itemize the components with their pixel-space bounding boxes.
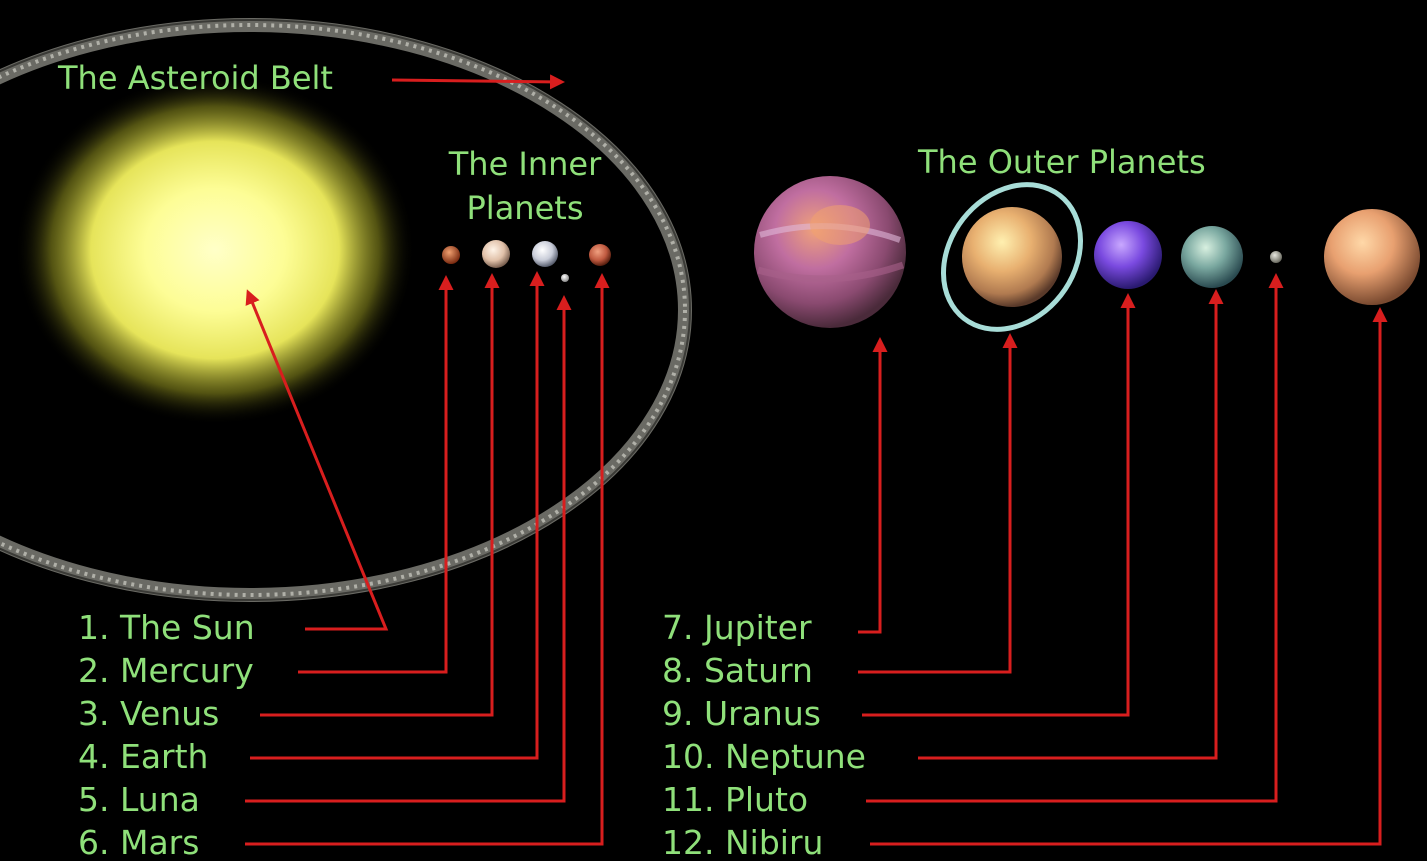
uranus-pointer [862, 296, 1128, 715]
label-neptune: 10. Neptune [662, 737, 866, 777]
jupiter-planet [754, 176, 906, 328]
outer-planets-heading: The Outer Planets [918, 142, 1206, 182]
sun-body [15, 75, 415, 425]
luna-moon [561, 274, 569, 282]
saturn-planet [915, 157, 1109, 356]
label-sun: 1. The Sun [78, 608, 255, 648]
uranus-planet [1094, 221, 1162, 289]
asteroid-belt-heading: The Asteroid Belt [58, 58, 333, 98]
mars-planet [589, 244, 611, 266]
asteroid-belt-pointer [392, 80, 562, 82]
label-pluto: 11. Pluto [662, 780, 808, 820]
neptune-pointer [918, 292, 1216, 758]
nibiru-pointer [870, 310, 1380, 844]
earth-planet [532, 241, 558, 267]
jupiter-pointer [858, 340, 880, 632]
label-saturn: 8. Saturn [662, 651, 813, 691]
venus-planet [482, 240, 510, 268]
label-uranus: 9. Uranus [662, 694, 821, 734]
label-nibiru: 12. Nibiru [662, 823, 823, 861]
nibiru-planet [1324, 209, 1420, 305]
inner-planets-heading-line2: Planets [420, 188, 630, 228]
label-mars: 6. Mars [78, 823, 199, 861]
neptune-planet [1181, 226, 1243, 288]
pluto-planet [1270, 251, 1282, 263]
mercury-planet [442, 246, 460, 264]
label-earth: 4. Earth [78, 737, 208, 777]
label-jupiter: 7. Jupiter [662, 608, 812, 648]
label-luna: 5. Luna [78, 780, 200, 820]
label-mercury: 2. Mercury [78, 651, 254, 691]
inner-planets-heading-line1: The Inner [420, 144, 630, 184]
label-venus: 3. Venus [78, 694, 219, 734]
